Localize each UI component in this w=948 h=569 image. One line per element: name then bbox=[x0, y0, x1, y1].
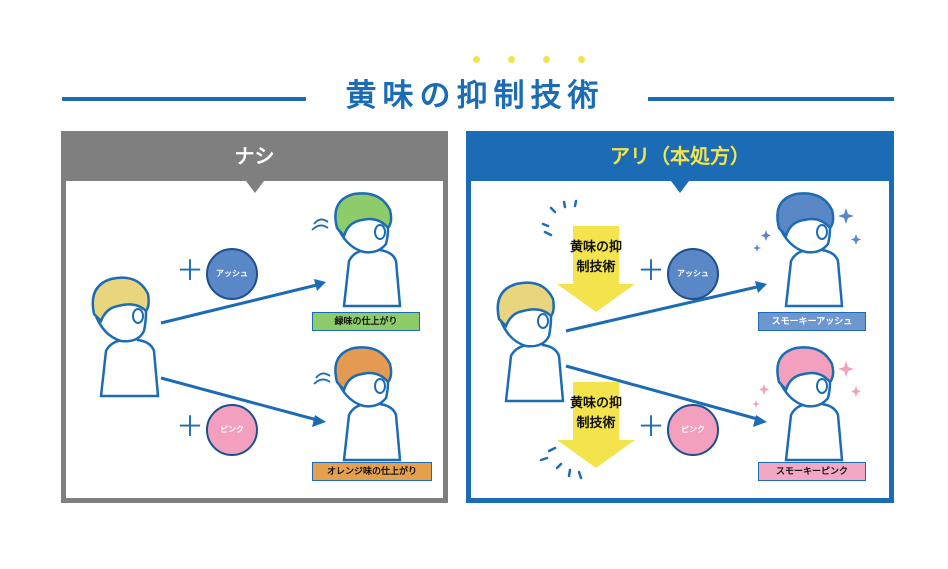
ash-color-circle: アッシュ bbox=[206, 248, 258, 300]
emphasis-dot bbox=[543, 56, 550, 63]
emphasis-dot bbox=[508, 56, 515, 63]
person-blonde-icon bbox=[496, 281, 565, 403]
panel-header: ナシ bbox=[61, 131, 448, 181]
orange-result-label: オレンジ味の仕上がり bbox=[312, 462, 432, 481]
panel-header: アリ（本処方） bbox=[466, 131, 894, 181]
plus-sign: ＋ bbox=[637, 254, 666, 287]
suppression-arrow-upper bbox=[557, 226, 635, 312]
sparkle-icon bbox=[752, 361, 861, 408]
plus-sign: ＋ bbox=[176, 254, 205, 287]
technique-label: 黄味の抑制技術 bbox=[569, 396, 622, 431]
panel-illustration bbox=[496, 192, 861, 480]
panel-with: アリ（本処方） bbox=[466, 131, 894, 503]
header-pointer bbox=[245, 181, 264, 193]
ash-color-circle: アッシュ bbox=[667, 248, 719, 300]
pink-color-circle: ピンク bbox=[667, 404, 719, 456]
emphasis-dot bbox=[578, 56, 585, 63]
suppression-arrow-lower bbox=[557, 382, 635, 468]
plus-sign: ＋ bbox=[637, 410, 666, 443]
sparkle-icon bbox=[753, 208, 861, 252]
green-result-label: 緑味の仕上がり bbox=[312, 312, 420, 331]
person-blonde-icon bbox=[91, 276, 160, 398]
person-orange-icon bbox=[313, 346, 402, 462]
smoky-pink-result-label: スモーキーピンク bbox=[758, 462, 866, 481]
title-rule-right bbox=[648, 97, 894, 101]
smoky-ash-result-label: スモーキーアッシュ bbox=[758, 312, 866, 331]
pink-color-circle: ピンク bbox=[206, 404, 258, 456]
header-pointer bbox=[671, 181, 689, 193]
person-blue-icon bbox=[776, 192, 844, 308]
plus-sign: ＋ bbox=[176, 410, 205, 443]
page-title: 黄味の抑制技術 bbox=[345, 78, 605, 114]
person-pink-icon bbox=[776, 346, 844, 462]
panel-without: ナシ ＋ アッシュ ＋ bbox=[61, 131, 448, 503]
person-green-icon bbox=[311, 192, 402, 308]
title-rule-left bbox=[62, 97, 306, 101]
emphasis-dot bbox=[473, 56, 480, 63]
panel-illustration bbox=[91, 192, 402, 462]
technique-label: 黄味の抑制技術 bbox=[569, 240, 622, 275]
